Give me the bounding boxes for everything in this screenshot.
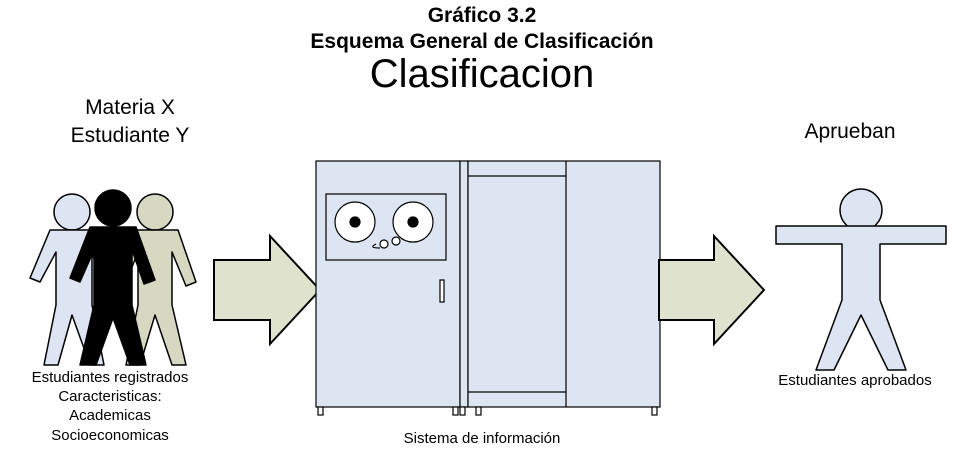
classification-label: Clasificacion — [369, 52, 595, 96]
input-arrow-icon — [213, 233, 322, 347]
socioeconomic-caption: Socioeconomicas — [51, 427, 169, 444]
person-dark-icon — [69, 189, 156, 366]
students-group-icon — [29, 189, 197, 366]
information-system-caption: Sistema de información — [403, 430, 561, 447]
approved-student-icon — [775, 188, 947, 371]
registered-students-caption: Estudiantes registrados — [31, 369, 189, 386]
academic-caption: Academicas — [69, 407, 151, 424]
student-label: Estudiante Y — [70, 124, 190, 147]
figure-number: Gráfico 3.2 — [427, 4, 537, 27]
characteristics-caption: Caracteristicas: — [58, 388, 162, 405]
output-arrow-icon — [658, 233, 766, 347]
figure-title: Esquema General de Clasificación — [310, 30, 654, 53]
approve-label: Aprueban — [804, 120, 896, 143]
approved-students-caption: Estudiantes aprobados — [778, 372, 932, 389]
subject-label: Materia X — [85, 96, 175, 119]
information-system-machine-icon — [315, 160, 661, 416]
